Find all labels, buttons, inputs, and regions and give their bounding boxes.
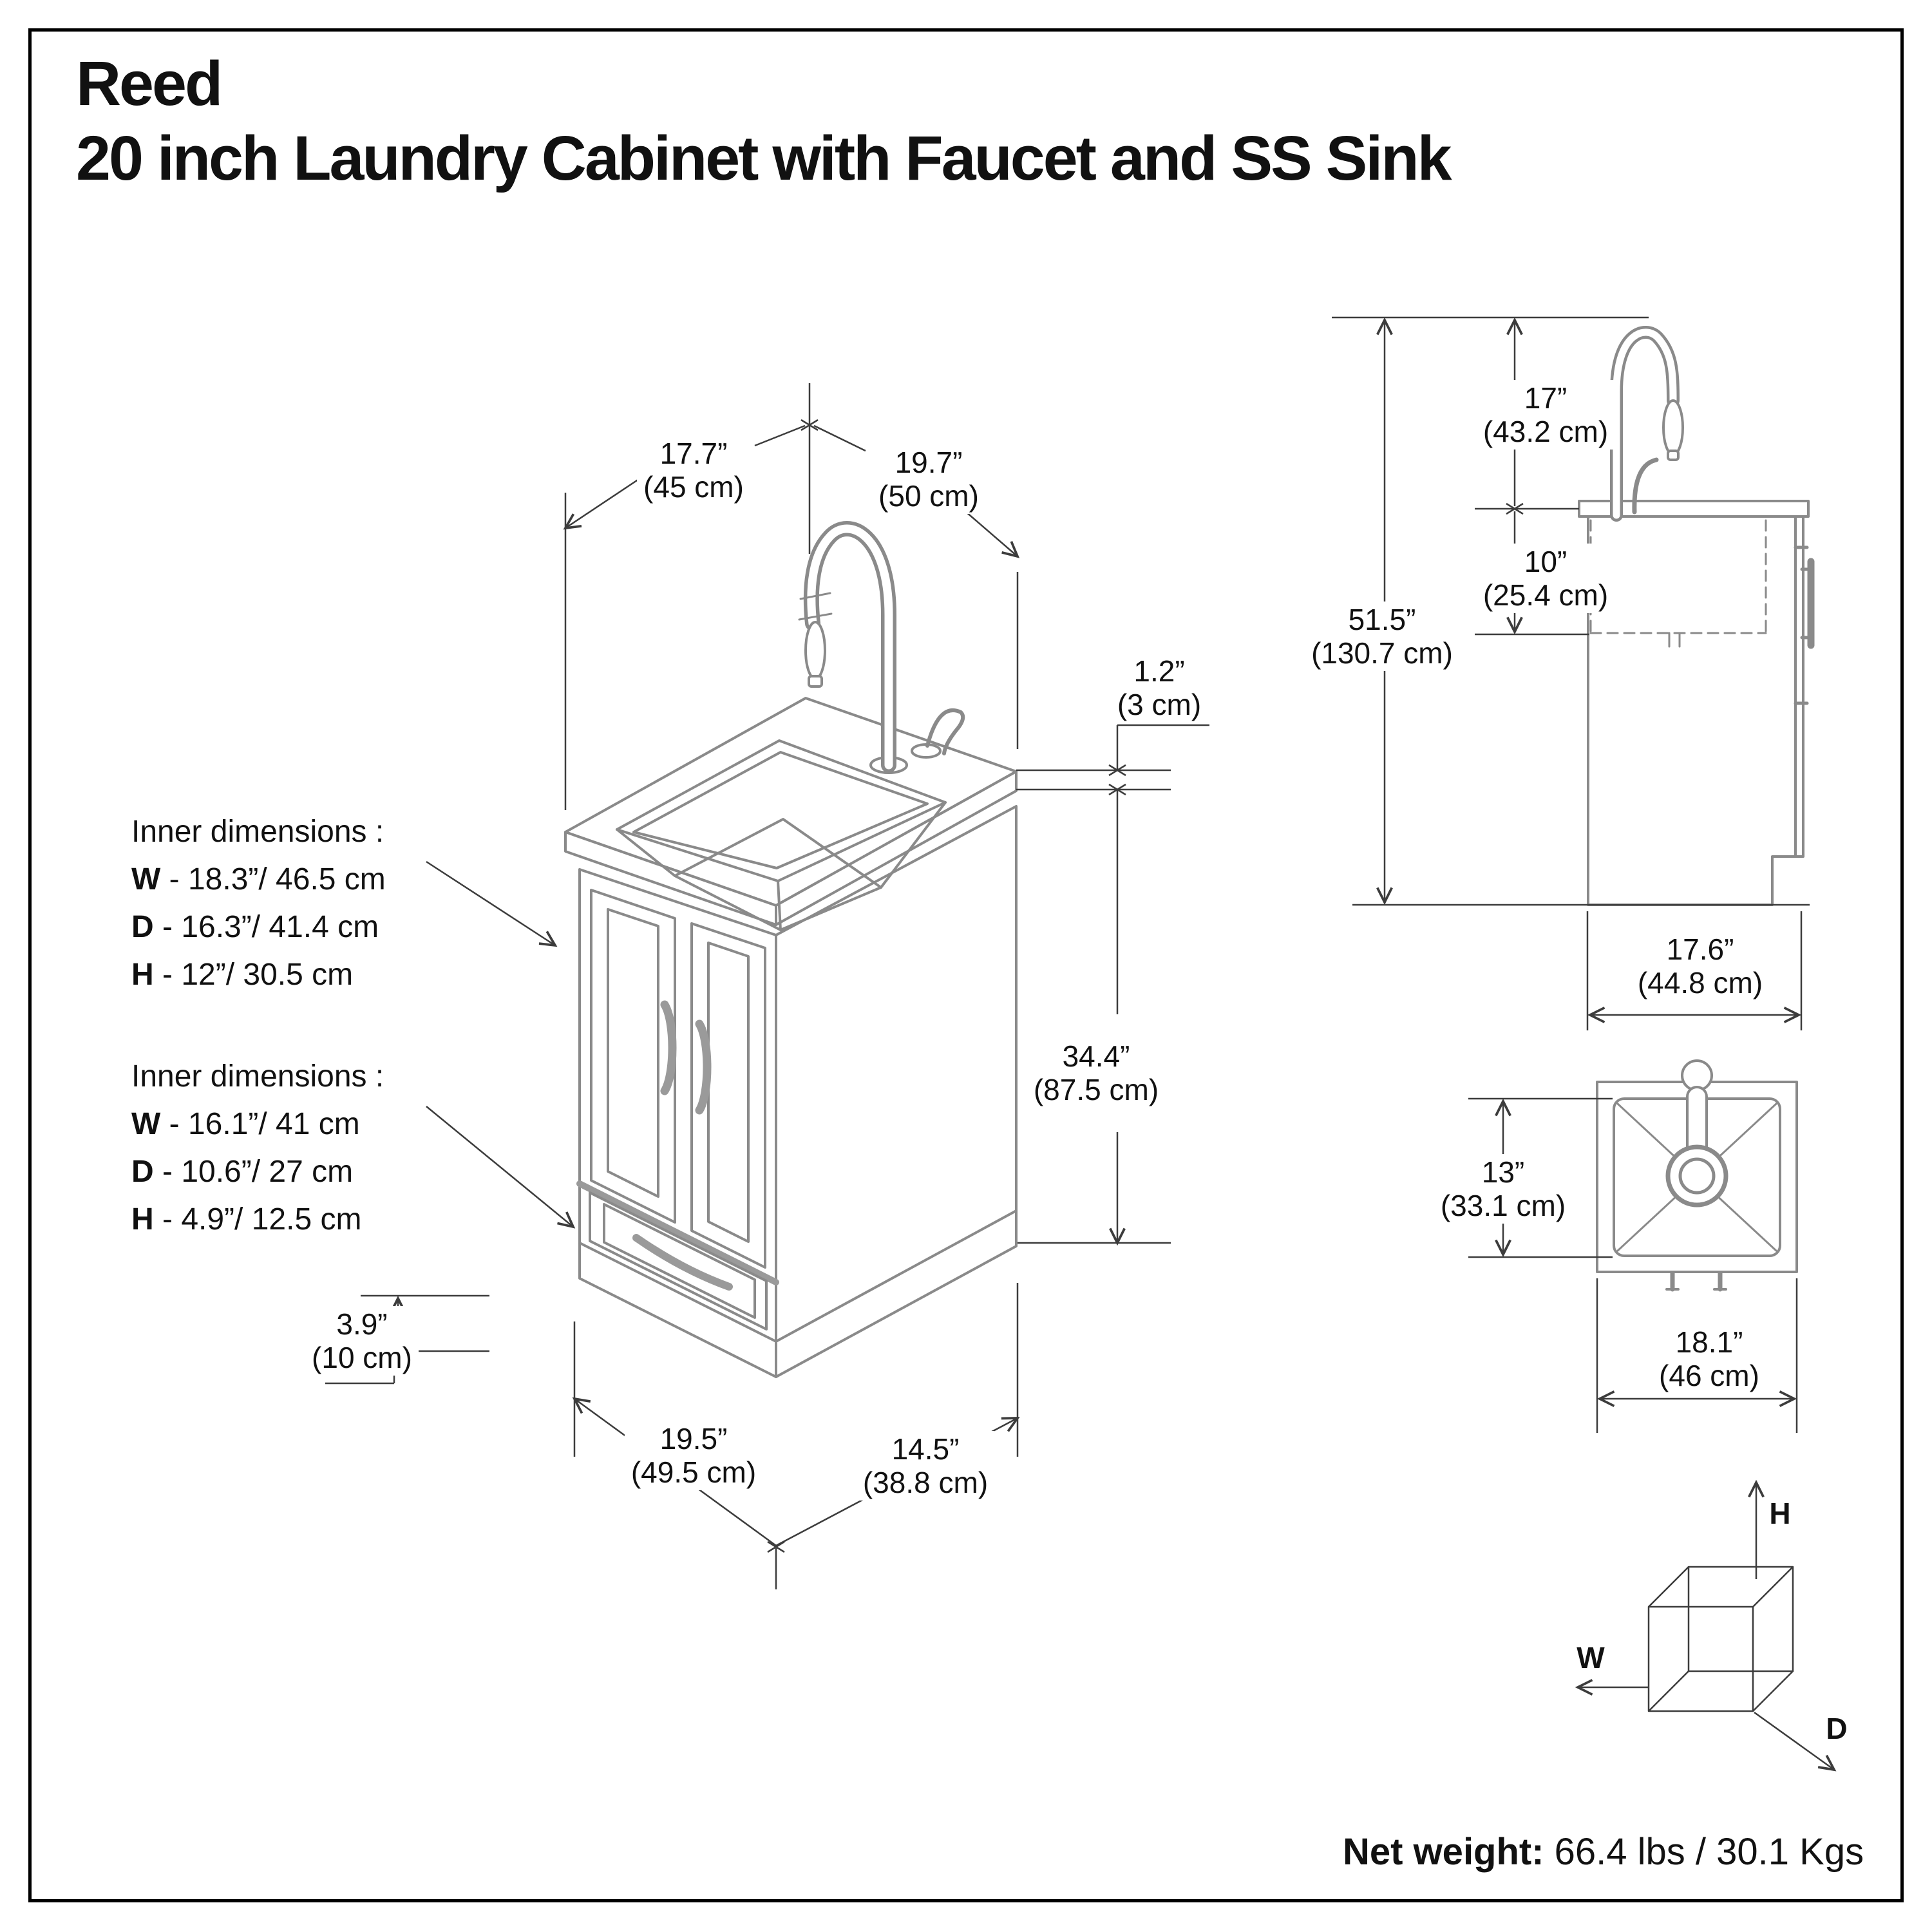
inner-dimensions-sink-note: Inner dimensions : W - 18.3”/ 46.5 cm D …: [131, 808, 386, 999]
dim-sink-width: 18.1” (46 cm): [1653, 1324, 1766, 1394]
inner-drawer-row-d: D - 10.6”/ 27 cm: [131, 1155, 354, 1189]
toe-kick-lines: [578, 1209, 1018, 1343]
axis-d-arrow: [1754, 1711, 1837, 1772]
sink-rim-inner: [632, 751, 929, 869]
brand-name: Reed: [76, 48, 223, 118]
dim-base-depth: 14.5” (38.8 cm): [856, 1431, 995, 1501]
cabinet-right-face: [775, 805, 1018, 1378]
left-door-panel: [607, 908, 659, 1198]
inner-sink-row-w: W - 18.3”/ 46.5 cm: [131, 862, 386, 896]
dim-cabinet-height: 34.4” (87.5 cm): [1027, 1038, 1166, 1108]
faucet-lever: [925, 708, 965, 755]
inner-drawer-row-w: W - 16.1”/ 41 cm: [131, 1107, 360, 1141]
iso-dimension-lines: [325, 383, 1209, 1589]
net-weight-value: 66.4 lbs / 30.1 Kgs: [1544, 1831, 1864, 1873]
sink-inner-edges: [616, 801, 947, 931]
inner-drawer-heading: Inner dimensions :: [131, 1059, 384, 1094]
dim-overall-depth: 17.7” (45 cm): [637, 435, 750, 505]
drawer-panel: [603, 1203, 756, 1319]
iso-cabinet-drawing: [564, 521, 1018, 1378]
dim-basin-front-back: 13” (33.1 cm): [1434, 1154, 1573, 1224]
dim-total-height: 51.5” (130.7 cm): [1305, 601, 1459, 671]
inner-sink-heading: Inner dimensions :: [131, 815, 384, 849]
faucet-gooseneck-core: [807, 524, 893, 770]
right-door: [690, 922, 766, 1269]
title-block: Reed 20 inch Laundry Cabinet with Faucet…: [76, 46, 1452, 196]
top-mount-clips: [1670, 1271, 1723, 1292]
sink-note-leader: [426, 860, 558, 947]
net-weight: Net weight: 66.4 lbs / 30.1 Kgs: [1343, 1830, 1864, 1873]
product-title: 20 inch Laundry Cabinet with Faucet and …: [76, 123, 1452, 193]
door-drawer-divider: [576, 1180, 779, 1285]
dim-base-width: 19.5” (49.5 cm): [624, 1421, 763, 1490]
inner-sink-row-d: D - 16.3”/ 41.4 cm: [131, 910, 379, 944]
axis-label-w: W: [1577, 1641, 1605, 1674]
side-drain-stubs: [1668, 632, 1681, 648]
dim-sink-depth: 10” (25.4 cm): [1476, 544, 1615, 613]
inner-sink-row-h: H - 12”/ 30.5 cm: [131, 958, 354, 992]
top-view-drawing: [1596, 1059, 1798, 1292]
side-handle-stubs: [1794, 545, 1813, 705]
top-drain-outer: [1665, 1144, 1728, 1208]
dim-overall-width: 19.7” (50 cm): [872, 444, 985, 514]
left-door: [590, 889, 676, 1224]
inner-drawer-row-h: H - 4.9”/ 12.5 cm: [131, 1202, 362, 1236]
dim-faucet-height: 17” (43.2 cm): [1476, 380, 1615, 450]
axis-label-d: D: [1826, 1712, 1848, 1745]
side-view-drawing: [1578, 326, 1815, 906]
drawer-note-leader: [426, 1106, 576, 1229]
drawer-handle: [632, 1234, 733, 1291]
right-door-panel: [707, 942, 750, 1243]
side-sprayer-tip: [1667, 450, 1680, 461]
dim-counter-thickness: 1.2” (3 cm): [1110, 653, 1208, 723]
inner-dimensions-drawer-note: Inner dimensions : W - 16.1”/ 41 cm D - …: [131, 1053, 384, 1244]
net-weight-label: Net weight:: [1343, 1831, 1544, 1873]
drawer-front: [589, 1191, 768, 1331]
cube-connectors: [1648, 1566, 1794, 1712]
dim-toe-kick: 3.9” (10 cm): [305, 1306, 419, 1376]
dim-side-depth: 17.6” (44.8 cm): [1631, 931, 1770, 1001]
top-drain-inner: [1678, 1157, 1716, 1195]
side-faucet-core: [1613, 328, 1677, 519]
side-faucet-lever: [1632, 457, 1659, 515]
top-dimension-lines: [1468, 1097, 1798, 1433]
axis-label-h: H: [1769, 1497, 1791, 1530]
axis-cube: [1575, 1479, 1837, 1772]
faucet-sprayer-tip: [808, 675, 823, 688]
page-border: [28, 28, 1904, 1902]
cube-back-face: [1687, 1566, 1794, 1672]
right-door-handle: [695, 1019, 712, 1115]
left-door-handle: [660, 1000, 677, 1095]
x-marks: [767, 419, 1126, 1553]
cube-front-face: [1647, 1605, 1754, 1712]
faucet-collar-rings: [798, 592, 833, 621]
